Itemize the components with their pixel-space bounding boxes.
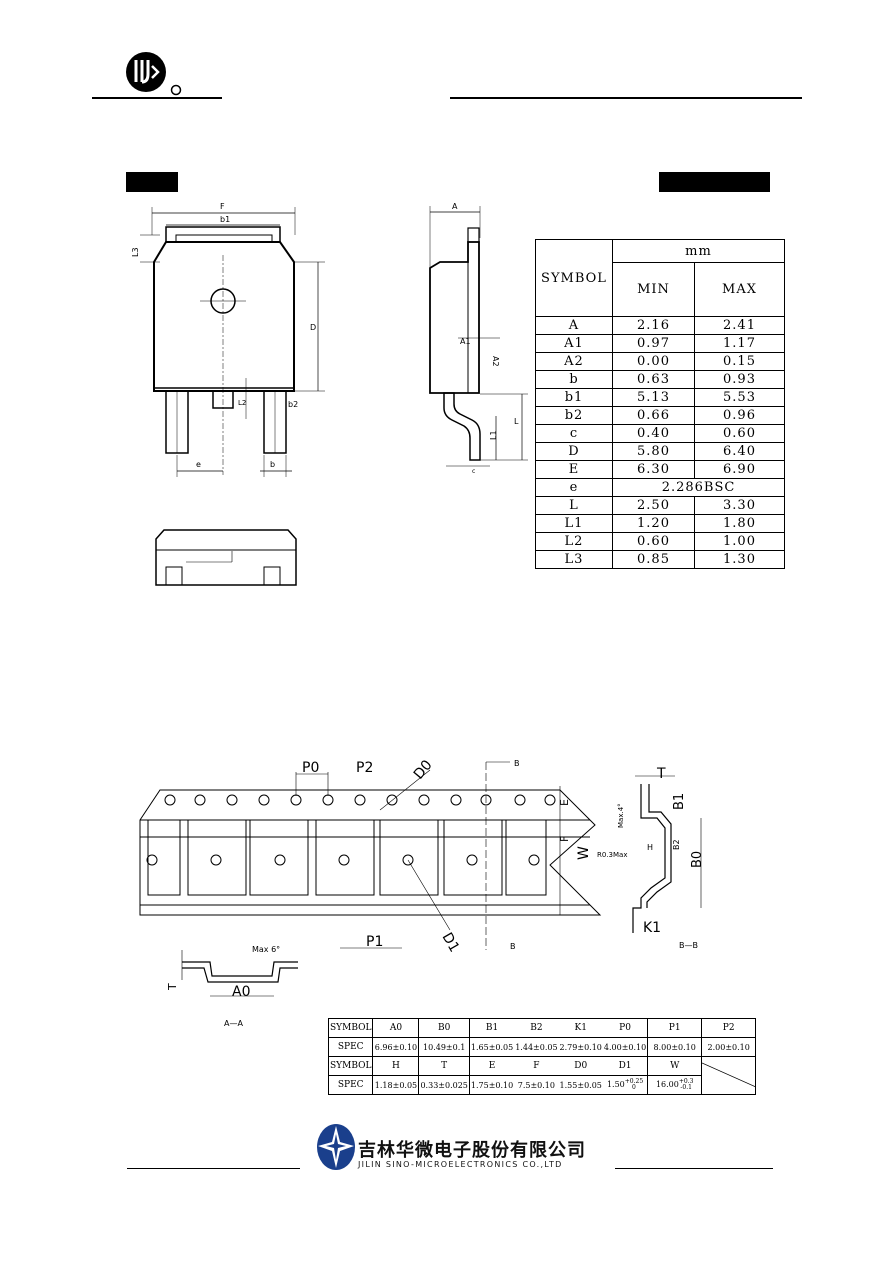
max-header: MAX [694,262,785,317]
label-P2: P2 [356,760,373,776]
header-rule-right [450,97,802,99]
label-B-bottom: B [510,942,516,951]
label-L1: L1 [489,430,498,440]
label-A0: A0 [232,984,250,1000]
label-BB: B—B [679,941,698,950]
label-b1: b1 [220,215,230,224]
unit-header: mm [612,238,785,264]
label-W: W [576,846,592,860]
company-star-logo-icon [317,1124,355,1170]
label-R: R0.3Max [597,851,627,859]
label-L3: L3 [131,247,140,257]
label-H: H [647,843,653,852]
label-T-left: T [166,983,179,991]
label-A: A [452,202,458,211]
label-P0: P0 [302,760,319,776]
label-B1: B1 [672,793,687,810]
section-tab-right [659,172,770,192]
label-b: b [270,460,275,469]
company-name-cn: 吉林华微电子股份有限公司 [358,1140,586,1161]
min-header: MIN [612,262,695,317]
label-D1: D1 [439,930,463,955]
footer-rule-left [127,1168,300,1169]
symbol-header: SYMBOL [535,239,613,317]
package-side-view: A A1 A2 L L1 c [429,202,528,475]
label-B2: B2 [672,839,681,850]
company-logo-icon [126,52,182,96]
section-tab-left [126,172,178,192]
label-B-top: B [514,759,520,768]
label-D: D [310,323,316,332]
label-T: T [656,766,666,782]
label-AA: A—A [224,1019,243,1028]
label-c: c [472,468,475,475]
label-L: L [514,417,519,426]
header-rule-left [92,97,222,99]
section-aa-drawing: T Max 6° A0 A—A [166,945,298,1028]
label-K1: K1 [643,920,661,936]
package-top-view: F b1 L3 D L2 b2 e b [131,202,325,586]
label-B0: B0 [690,851,705,868]
label-max6: Max 6° [252,945,280,954]
label-A2: A2 [491,356,500,367]
section-bb-drawing: T B1 Max.4° R0.3Max H B2 B0 K1 B—B [597,766,705,950]
label-A1: A1 [460,337,471,346]
label-F: F [220,202,225,211]
label-b2: b2 [288,400,298,409]
footer-rule-right [615,1168,773,1169]
label-e: e [196,460,201,469]
carrier-tape-drawing: P0 P2 D0 B E F W P1 D1 B [139,757,602,955]
label-D0: D0 [411,757,436,782]
blank-cell-diagonal [702,1062,757,1088]
label-P1: P1 [366,934,383,950]
label-L2: L2 [238,399,246,407]
label-max4: Max.4° [617,803,625,828]
company-name-en: JILIN SINO-MICROELECTRONICS CO.,LTD [358,1160,563,1169]
label-E: E [558,799,571,806]
label-F: F [558,836,571,842]
